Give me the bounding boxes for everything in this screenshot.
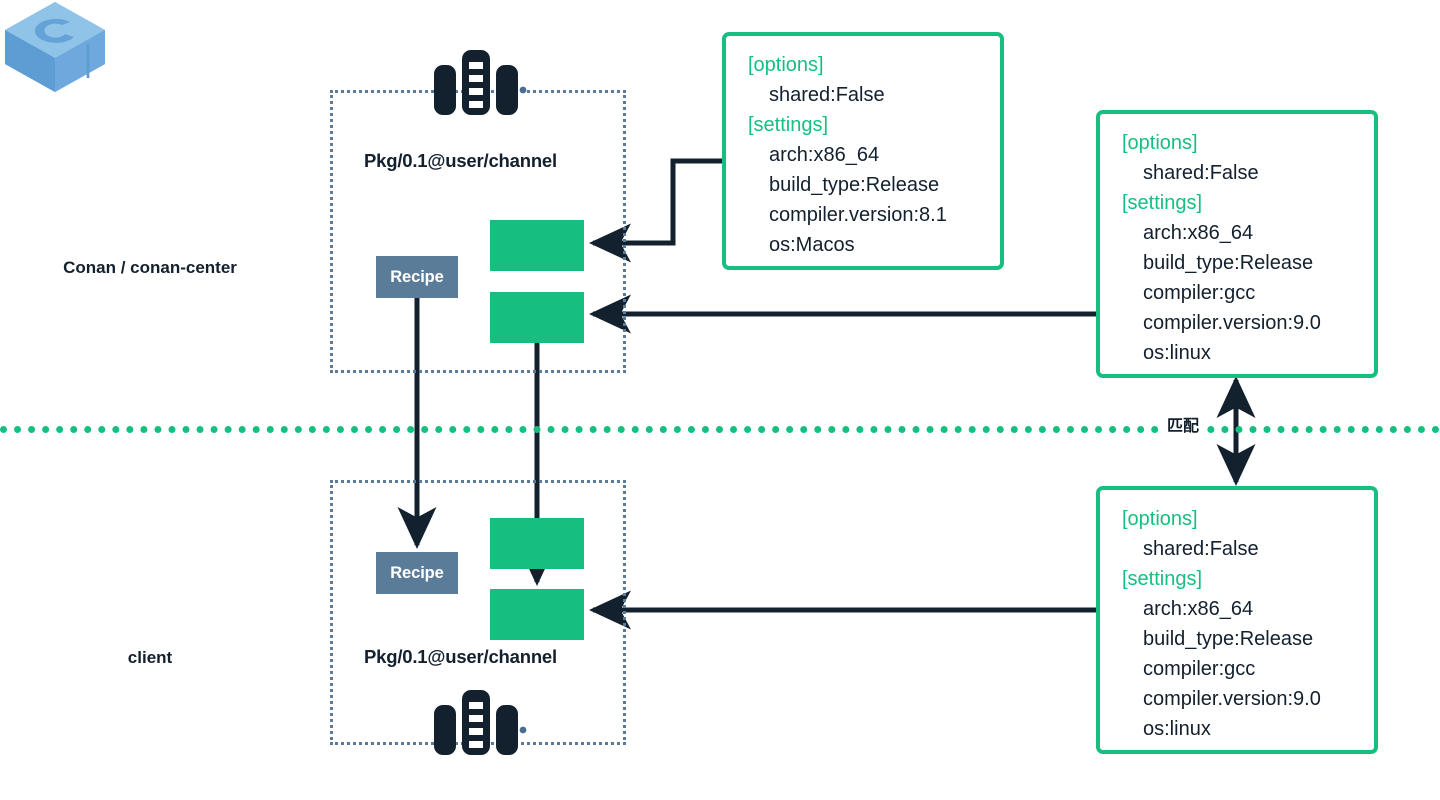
options-header: [options] <box>748 54 824 76</box>
profile-card-macos: [options] shared:False [settings] arch:x… <box>722 32 1004 270</box>
package-binary <box>490 220 584 271</box>
setting-os: os:linux <box>1143 718 1211 740</box>
settings-header: [settings] <box>1122 568 1203 590</box>
setting-build-type: build_type:Release <box>1143 252 1314 274</box>
setting-compiler-version: compiler.version:9.0 <box>1143 312 1321 334</box>
profile-card-linux-local: [options] shared:False [settings] arch:x… <box>1096 486 1378 754</box>
setting-compiler: compiler:gcc <box>1143 282 1256 304</box>
package-binary <box>490 589 584 640</box>
option-shared: shared:False <box>769 84 885 106</box>
recipe-chip-local: Recipe <box>376 552 458 594</box>
setting-os: os:linux <box>1143 342 1211 364</box>
settings-header: [settings] <box>748 114 829 136</box>
divider-label: 匹配 <box>1160 414 1207 438</box>
option-shared: shared:False <box>1143 162 1259 184</box>
setting-compiler-version: compiler.version:9.0 <box>1143 688 1321 710</box>
setting-compiler: compiler:gcc <box>1143 658 1256 680</box>
package-reference-local: Pkg/0.1@user/channel <box>364 646 557 667</box>
setting-compiler-version: compiler.version:8.1 <box>769 204 947 226</box>
option-shared: shared:False <box>1143 538 1259 560</box>
package-reference-remote: Pkg/0.1@user/channel <box>364 150 557 171</box>
setting-build-type: build_type:Release <box>769 174 940 196</box>
options-header: [options] <box>1122 132 1198 154</box>
options-header: [options] <box>1122 508 1198 530</box>
profile-card-linux-remote: [options] shared:False [settings] arch:x… <box>1096 110 1378 378</box>
setting-arch: arch:x86_64 <box>1143 598 1254 620</box>
conan-cube-icon <box>0 0 110 101</box>
package-binary <box>490 292 584 343</box>
remote-local-divider <box>0 426 1440 433</box>
recipe-chip-remote: Recipe <box>376 256 458 298</box>
server-rack-icon <box>424 688 528 763</box>
node-label-client: client <box>127 648 173 667</box>
setting-arch: arch:x86_64 <box>1143 222 1254 244</box>
setting-arch: arch:x86_64 <box>769 144 880 166</box>
server-rack-icon <box>432 48 528 123</box>
setting-build-type: build_type:Release <box>1143 628 1314 650</box>
node-label-remote: Conan / conan-center <box>63 258 237 277</box>
connector-macos-profile-to-top-binary <box>588 158 722 263</box>
setting-os: os:Macos <box>769 234 855 256</box>
package-binary <box>490 518 584 569</box>
settings-header: [settings] <box>1122 192 1203 214</box>
